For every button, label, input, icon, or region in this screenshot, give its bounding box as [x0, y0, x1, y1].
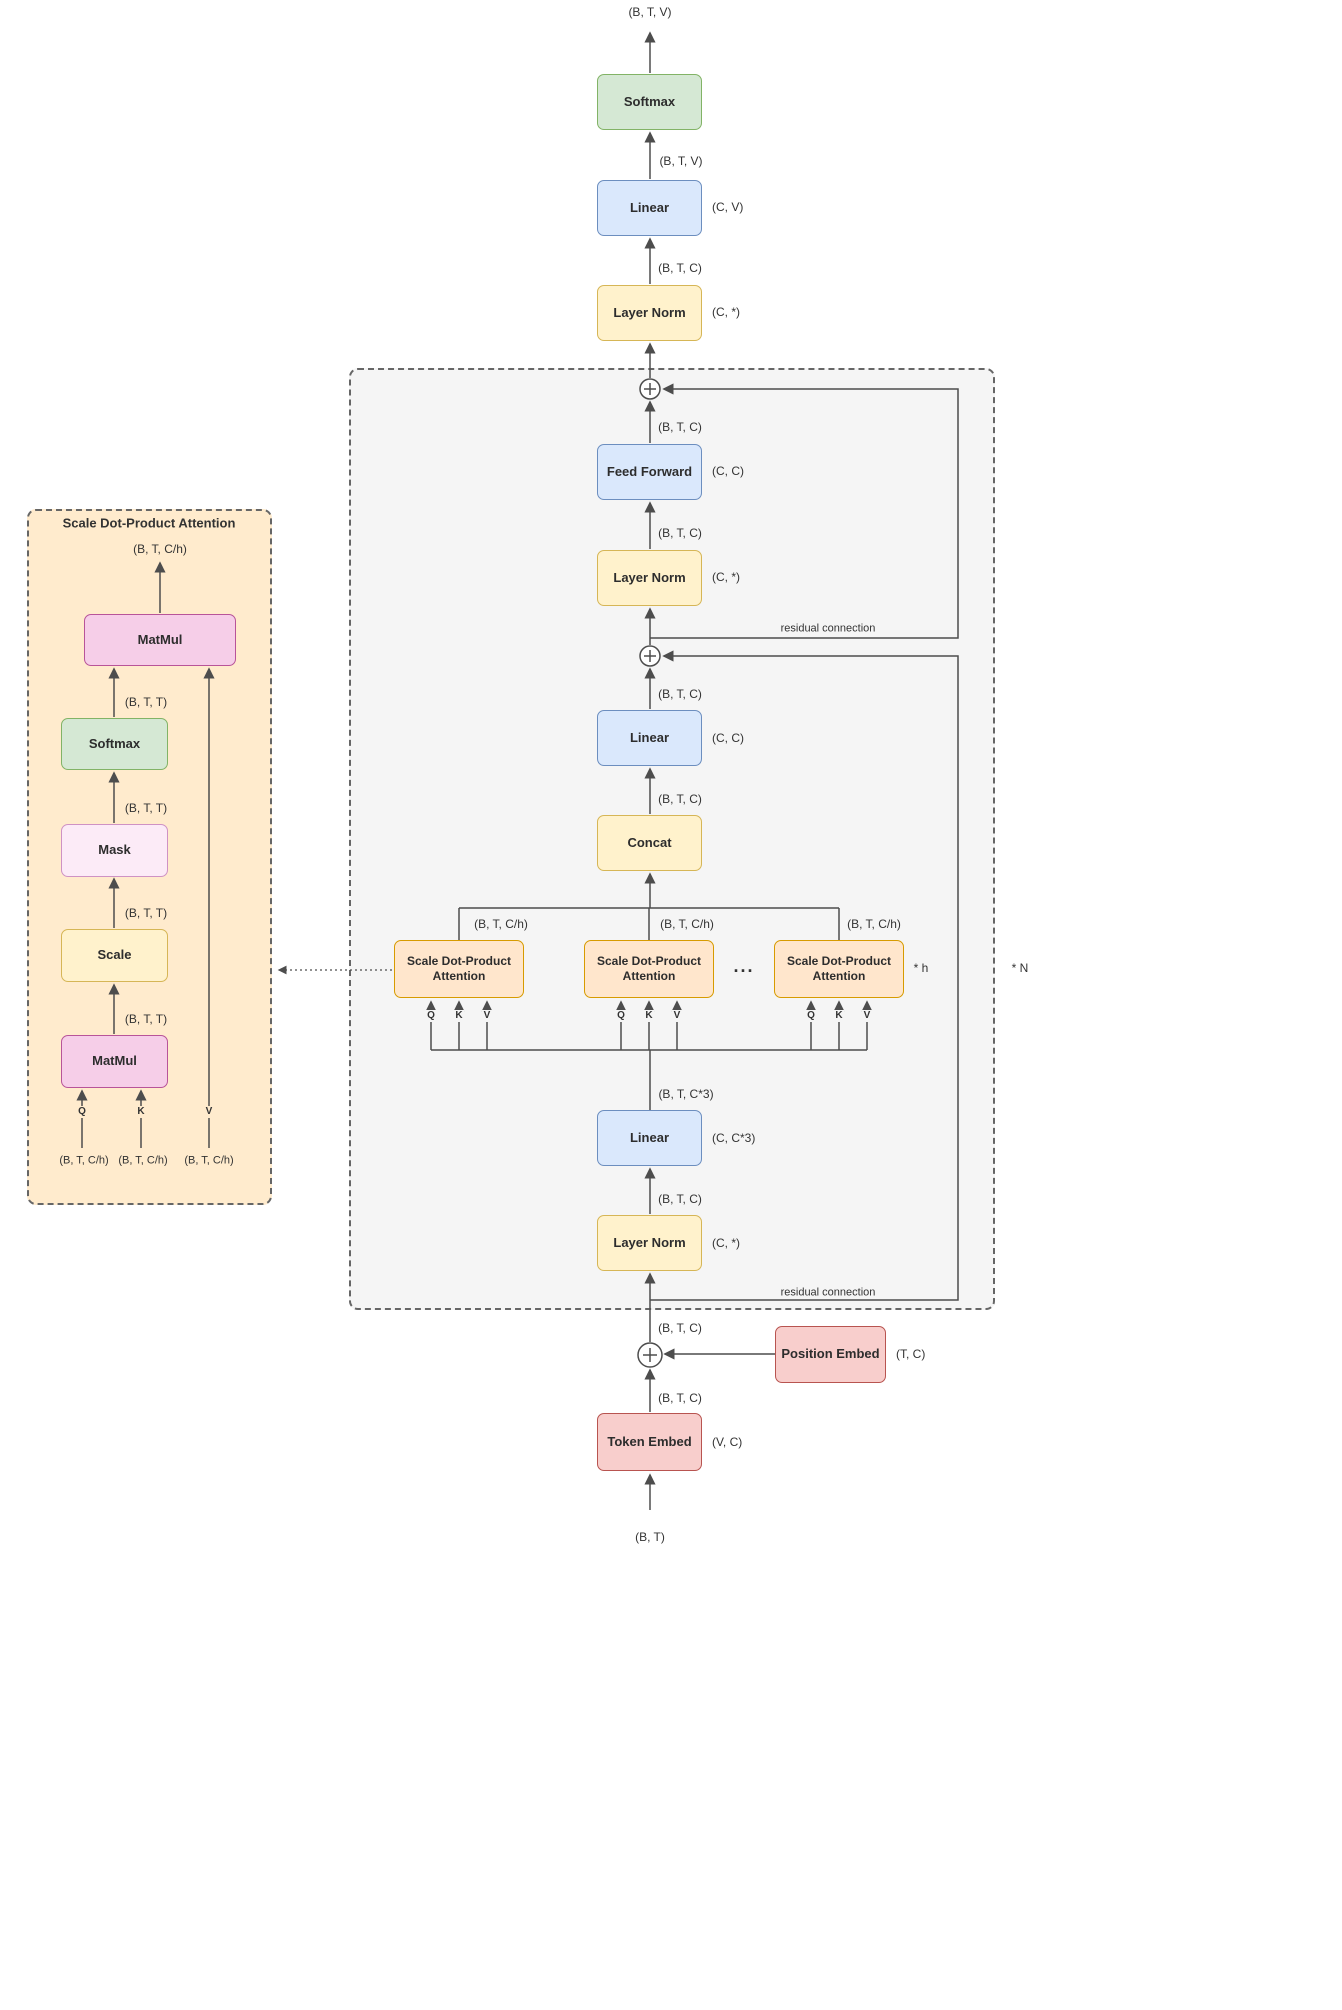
linear-head-block: Linear	[597, 180, 702, 236]
times-h-label: * h	[913, 961, 929, 975]
detail-softmax-block: Softmax	[61, 718, 168, 770]
q-label-head-a: Q	[425, 1010, 437, 1022]
main-flow-arrows	[277, 31, 959, 1510]
detail-dim-out: (B, T, C/h)	[133, 542, 187, 556]
detail-dim-q-in: (B, T, C/h)	[59, 1154, 109, 1167]
dim-input-bt: (B, T)	[635, 1530, 665, 1544]
v-label-head-b: V	[671, 1010, 683, 1022]
feed-forward-block: Feed Forward	[597, 444, 702, 500]
detail-mask-block: Mask	[61, 824, 168, 877]
add-node-embed	[637, 1342, 663, 1368]
dim-btch: (B, T, C/h)	[847, 917, 901, 931]
detail-dim-btt: (B, T, T)	[124, 906, 168, 920]
residual-connection-1	[650, 650, 959, 1301]
residual-label-attention: residual connection	[780, 1286, 876, 1299]
weight-dim-linear-head: (C, V)	[712, 200, 744, 214]
detail-k-label: K	[135, 1106, 147, 1118]
weight-dim-pos-embed: (T, C)	[896, 1347, 926, 1361]
layer-norm-final-block: Layer Norm	[597, 285, 702, 341]
weight-dim-linear-proj: (C, C)	[712, 731, 744, 745]
weight-dim-feed-forward: (C, C)	[712, 464, 744, 478]
dim-btc: (B, T, C)	[658, 526, 702, 540]
detail-dim-btt: (B, T, T)	[124, 801, 168, 815]
dim-btv: (B, T, V)	[659, 154, 703, 168]
position-embed-block: Position Embed	[775, 1326, 886, 1383]
linear-proj-block: Linear	[597, 710, 702, 766]
weight-dim-linear-qkv: (C, C*3)	[712, 1131, 756, 1145]
weight-dim-ln-final: (C, *)	[712, 305, 740, 319]
detail-matmul-out-block: MatMul	[84, 614, 236, 666]
q-label-head-c: Q	[805, 1010, 817, 1022]
weight-dim-ln-2: (C, *)	[712, 570, 740, 584]
linear-qkv-block: Linear	[597, 1110, 702, 1166]
softmax-head-block: Softmax	[597, 74, 702, 130]
dim-output-top: (B, T, V)	[628, 5, 672, 19]
residual-connection-2	[650, 383, 959, 639]
v-label-head-c: V	[861, 1010, 873, 1022]
detail-scale-block: Scale	[61, 929, 168, 982]
concat-block: Concat	[597, 815, 702, 871]
detail-dim-btt: (B, T, T)	[124, 1012, 168, 1026]
k-label-head-a: K	[453, 1010, 465, 1022]
heads-ellipsis: ...	[733, 956, 755, 976]
detail-dim-k-in: (B, T, C/h)	[118, 1154, 168, 1167]
attention-head-b-block: Scale Dot-Product Attention	[584, 940, 714, 998]
v-label-head-a: V	[481, 1010, 493, 1022]
detail-matmul-qk-block: MatMul	[61, 1035, 168, 1088]
detail-dim-v-in: (B, T, C/h)	[184, 1154, 234, 1167]
dim-btc3: (B, T, C*3)	[658, 1087, 714, 1101]
attention-head-c-block: Scale Dot-Product Attention	[774, 940, 904, 998]
dim-btc: (B, T, C)	[658, 1321, 702, 1335]
add-node-ff-residual	[639, 378, 661, 400]
dim-btch: (B, T, C/h)	[474, 917, 528, 931]
detail-v-label: V	[203, 1106, 215, 1118]
detail-q-label: Q	[76, 1106, 88, 1118]
attention-head-a-block: Scale Dot-Product Attention	[394, 940, 524, 998]
weight-dim-ln-1: (C, *)	[712, 1236, 740, 1250]
detail-flow-arrows	[76, 561, 215, 1148]
residual-label-ff: residual connection	[780, 622, 876, 635]
detail-title: Scale Dot-Product Attention	[62, 515, 236, 531]
token-embed-block: Token Embed	[597, 1413, 702, 1471]
layer-norm-1-block: Layer Norm	[597, 1215, 702, 1271]
add-node-attention-residual	[639, 645, 661, 667]
times-n-label: * N	[1011, 961, 1029, 975]
weight-dim-token-embed: (V, C)	[712, 1435, 743, 1449]
dim-btch: (B, T, C/h)	[660, 917, 714, 931]
dim-btc: (B, T, C)	[658, 687, 702, 701]
detail-dim-btt: (B, T, T)	[124, 695, 168, 709]
q-label-head-b: Q	[615, 1010, 627, 1022]
dim-btc: (B, T, C)	[658, 792, 702, 806]
dim-btc: (B, T, C)	[658, 261, 702, 275]
k-label-head-b: K	[643, 1010, 655, 1022]
k-label-head-c: K	[833, 1010, 845, 1022]
dim-btc: (B, T, C)	[658, 420, 702, 434]
dim-btc: (B, T, C)	[658, 1391, 702, 1405]
layer-norm-2-block: Layer Norm	[597, 550, 702, 606]
dim-btc: (B, T, C)	[658, 1192, 702, 1206]
